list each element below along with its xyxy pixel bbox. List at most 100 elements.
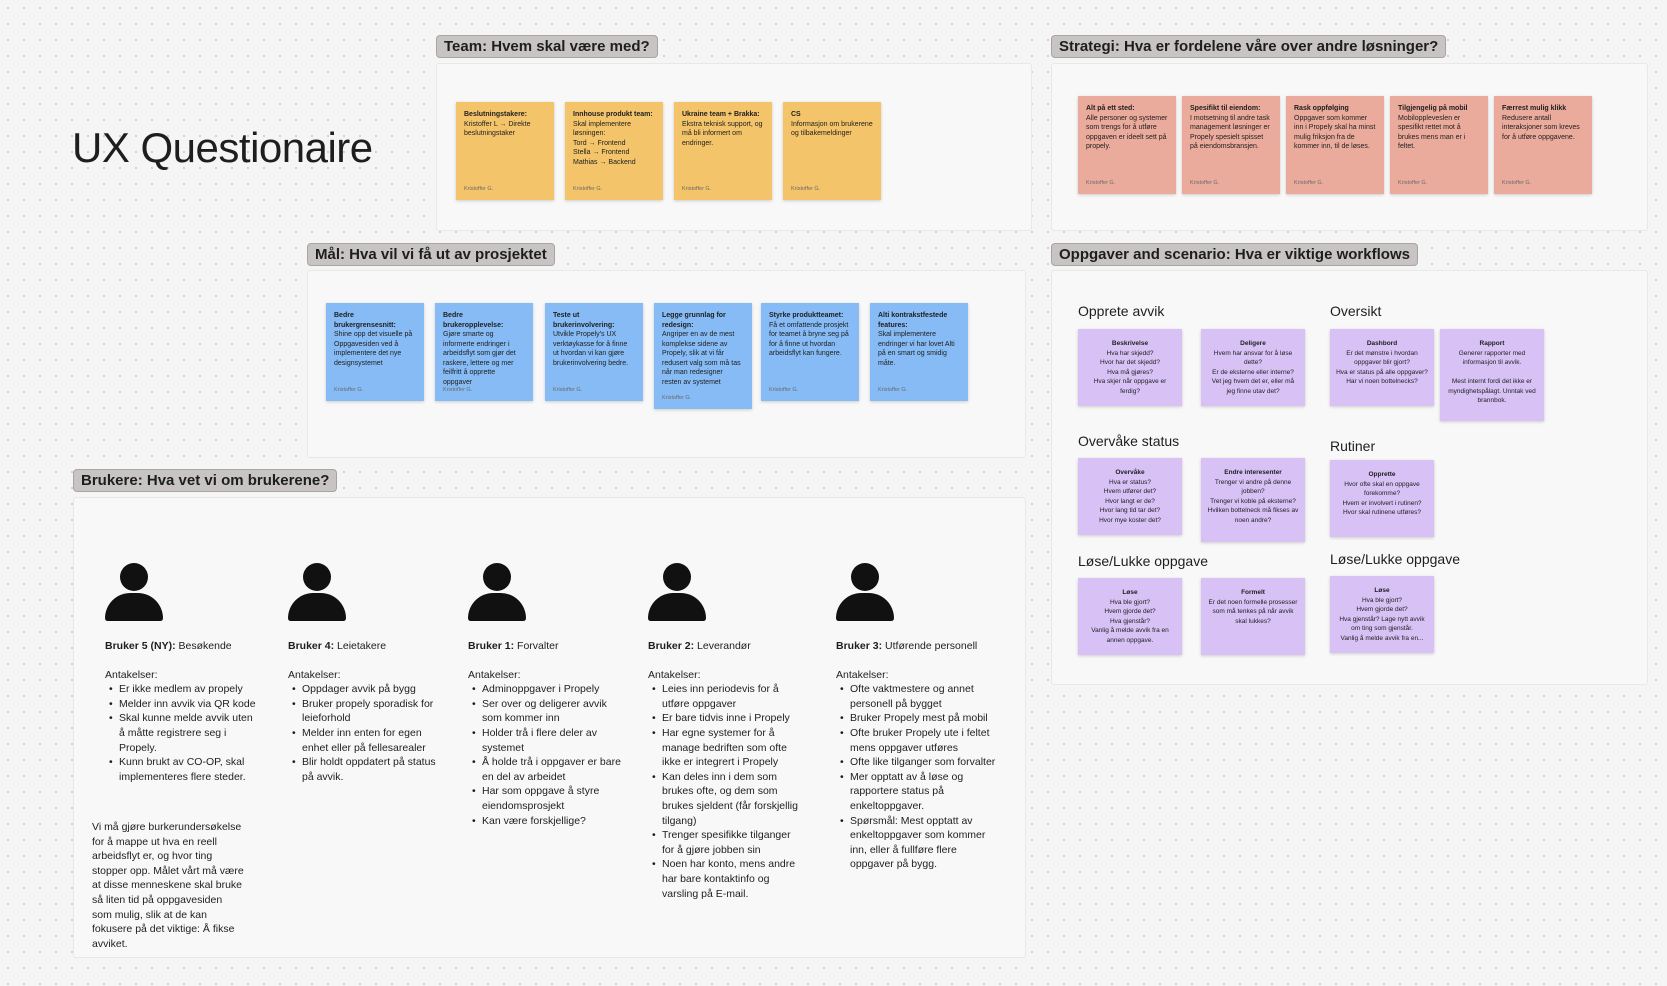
strategy-sticky[interactable]: Alt på ett sted:Alle personer og systeme… bbox=[1078, 96, 1176, 194]
sticky-title: Ukraine team + Brakka: bbox=[682, 111, 760, 118]
sticky-author: Kristoffer G. bbox=[682, 185, 712, 192]
sticky-author: Kristoffer G. bbox=[1294, 179, 1324, 186]
assumptions-list: Oppdager avvik på byggBruker propely spo… bbox=[288, 682, 443, 784]
sticky-line: Få et omfattende prosjekt for teamet å b… bbox=[769, 321, 849, 358]
goal-sticky[interactable]: Alti kontrakstfestede features:Skal impl… bbox=[870, 303, 968, 401]
list-item: Kan deles inn i dem som brukes ofte, og … bbox=[648, 770, 803, 828]
user-icon bbox=[288, 563, 346, 621]
list-item: Er ikke medlem av propely bbox=[105, 682, 260, 697]
sticky-line: Stella → Frontend bbox=[573, 149, 630, 156]
section-label-team[interactable]: Team: Hvem skal være med? bbox=[436, 35, 658, 58]
persona-card: Bruker 4: LeietakereAntakelser:Oppdager … bbox=[288, 563, 443, 784]
team-sticky[interactable]: Ukraine team + Brakka:Ekstra teknisk sup… bbox=[674, 102, 772, 200]
sticky-title: Innhouse produkt team: bbox=[573, 111, 653, 118]
list-item: Blir holdt oppdatert på status på avvik. bbox=[288, 755, 443, 784]
sticky-line: Shine opp det visuelle på Oppgavesiden v… bbox=[334, 331, 413, 367]
sticky-title: Tilgjengelig på mobil bbox=[1398, 105, 1468, 112]
sticky-lose-1[interactable]: Løse Hva ble gjort? Hvem gjorde det? Hva… bbox=[1078, 578, 1182, 655]
persona-name: Bruker 5 (NY): Besøkende bbox=[105, 640, 232, 652]
user-icon bbox=[648, 563, 706, 621]
persona-name: Bruker 2: Leverandør bbox=[648, 640, 751, 652]
sticky-line: Gjøre smarte og informerte endringer i a… bbox=[443, 331, 516, 386]
assumptions-label: Antakelser: bbox=[468, 668, 521, 681]
sticky-title: Spesifikt til eiendom: bbox=[1190, 105, 1261, 112]
list-item: Ofte like tilganger som forvalter bbox=[836, 755, 1001, 770]
goal-sticky[interactable]: Legge grunnlag for redesign:Angriper en … bbox=[654, 303, 752, 409]
goal-sticky[interactable]: Bedre brukeropplevelse: Gjøre smarte og i… bbox=[435, 303, 533, 401]
sticky-title: Alti kontrakstfestede features: bbox=[878, 312, 948, 329]
workflow-title-oversikt: Oversikt bbox=[1330, 303, 1382, 319]
list-item: Mer opptatt av å løse og rapportere stat… bbox=[836, 770, 1001, 814]
sticky-overvake[interactable]: Overvåke Hva er status? Hvem utfører det… bbox=[1078, 458, 1182, 535]
section-label-users[interactable]: Brukere: Hva vet vi om brukerene? bbox=[73, 469, 338, 492]
goal-sticky[interactable]: Styrke produktteamet: Få et omfattende pr… bbox=[761, 303, 859, 401]
sticky-author: Kristoffer G. bbox=[573, 185, 603, 192]
sticky-line: Mathias → Backend bbox=[573, 158, 636, 166]
sticky-line: Angriper en av de mest komplekse sidene … bbox=[662, 331, 741, 386]
sticky-author: Kristoffer G. bbox=[1502, 179, 1532, 186]
assumptions-list: Leies inn periodevis for å utføre oppgav… bbox=[648, 682, 803, 901]
sticky-line: Redusere antall interaksjoner som kreves… bbox=[1502, 114, 1580, 141]
sticky-title: Styrke produktteamet: bbox=[769, 312, 844, 319]
assumptions-label: Antakelser: bbox=[836, 668, 889, 681]
sticky-title: Bedre brukeropplevelse: bbox=[443, 312, 504, 329]
team-sticky[interactable]: Innhouse produkt team: Skal implementere … bbox=[565, 102, 663, 200]
list-item: Bruker propely sporadisk for leieforhold bbox=[288, 697, 443, 726]
sticky-author: Kristoffer G. bbox=[443, 386, 473, 393]
strategy-sticky[interactable]: Spesifikt til eiendom:I motsetning til a… bbox=[1182, 96, 1280, 194]
sticky-title: Færrest mulig klikk bbox=[1502, 105, 1567, 112]
sticky-dashbord[interactable]: Dashbord Er det mønstre i hvordan oppgav… bbox=[1330, 329, 1434, 406]
sticky-line: Skal implementere løsningen: bbox=[573, 120, 631, 138]
team-sticky[interactable]: Beslutningstakere: Kristoffer L → Direkte… bbox=[456, 102, 554, 200]
sticky-title: Beslutningstakere: bbox=[464, 111, 528, 118]
workflow-title-opprette-avvik: Opprete avvik bbox=[1078, 303, 1165, 319]
section-label-workflows[interactable]: Oppgaver and scenario: Hva er viktige wo… bbox=[1051, 243, 1418, 266]
section-label-goals[interactable]: Mål: Hva vil vi få ut av prosjektet bbox=[307, 243, 555, 266]
sticky-author: Kristoffer G. bbox=[1086, 179, 1116, 186]
list-item: Spørsmål: Mest opptatt av enkeltoppgaver… bbox=[836, 814, 1001, 872]
user-icon bbox=[105, 563, 163, 621]
goal-sticky[interactable]: Teste ut brukerinvolvering: Utvikle Prope… bbox=[545, 303, 643, 401]
list-item: Melder inn avvik via QR kode bbox=[105, 697, 260, 712]
sticky-lose-2[interactable]: Løse Hva ble gjort? Hvem gjorde det? Hva… bbox=[1330, 576, 1434, 653]
sticky-author: Kristoffer G. bbox=[334, 386, 364, 393]
list-item: Er bare tidvis inne i Propely bbox=[648, 711, 803, 726]
sticky-endre-interesenter[interactable]: Endre interesenter Trenger vi andre på d… bbox=[1201, 458, 1305, 542]
persona-name: Bruker 1: Forvalter bbox=[468, 640, 559, 652]
sticky-line: Kristoffer L → Direkte beslutningstaker bbox=[464, 120, 531, 138]
assumptions-label: Antakelser: bbox=[648, 668, 701, 681]
sticky-deligere[interactable]: Deligere Hvem har ansvar for å løse dett… bbox=[1201, 329, 1305, 406]
sticky-author: Kristoffer G. bbox=[553, 386, 583, 393]
assumptions-list: Adminoppgaver i PropelySer over og delig… bbox=[468, 682, 623, 828]
list-item: Har som oppgave å styre eiendomsprosjekt bbox=[468, 784, 623, 813]
research-note: Vi må gjøre burkerundersøkelse for å map… bbox=[92, 821, 244, 950]
section-label-strategy[interactable]: Strategi: Hva er fordelene våre over and… bbox=[1051, 35, 1447, 58]
user-icon bbox=[468, 563, 526, 621]
list-item: Ser over og deligerer avvik som kommer i… bbox=[468, 697, 623, 726]
list-item: Å holde trå i oppgaver er bare en del av… bbox=[468, 755, 623, 784]
sticky-line: Tord → Frontend bbox=[573, 139, 626, 147]
sticky-author: Kristoffer G. bbox=[791, 185, 821, 192]
sticky-rapport[interactable]: Rapport Generer rapporter med informasjo… bbox=[1440, 329, 1544, 421]
sticky-opprette[interactable]: Opprette Hvor ofte skal en oppgave forek… bbox=[1330, 460, 1434, 537]
sticky-title: Bedre brukergrensesnitt: bbox=[334, 312, 396, 329]
sticky-author: Kristoffer G. bbox=[1398, 179, 1428, 186]
workflow-title-lose-lukke-2: Løse/Lukke oppgave bbox=[1330, 551, 1460, 567]
list-item: Ofte bruker Propely ute i feltet mens op… bbox=[836, 726, 1001, 755]
sticky-line: Utvikle Propely's UX verktøykasse for å … bbox=[553, 331, 629, 367]
user-icon bbox=[836, 563, 894, 621]
workflow-title-lose-lukke-1: Løse/Lukke oppgave bbox=[1078, 553, 1208, 569]
list-item: Har egne systemer for å manage bedriften… bbox=[648, 726, 803, 770]
goal-sticky[interactable]: Bedre brukergrensesnitt: Shine opp det vi… bbox=[326, 303, 424, 401]
sticky-beskrivelse[interactable]: Beskrivelse Hva har skjedd? Hvor har det… bbox=[1078, 329, 1182, 406]
list-item: Leies inn periodevis for å utføre oppgav… bbox=[648, 682, 803, 711]
sticky-formelt[interactable]: Formelt Er det noen formelle prosesser s… bbox=[1201, 578, 1305, 655]
sticky-title: Teste ut brukerinvolvering: bbox=[553, 312, 615, 329]
sticky-line: Oppgaver som kommer inn i Propely skal h… bbox=[1294, 114, 1376, 151]
sticky-author: Kristoffer G. bbox=[1190, 179, 1220, 186]
